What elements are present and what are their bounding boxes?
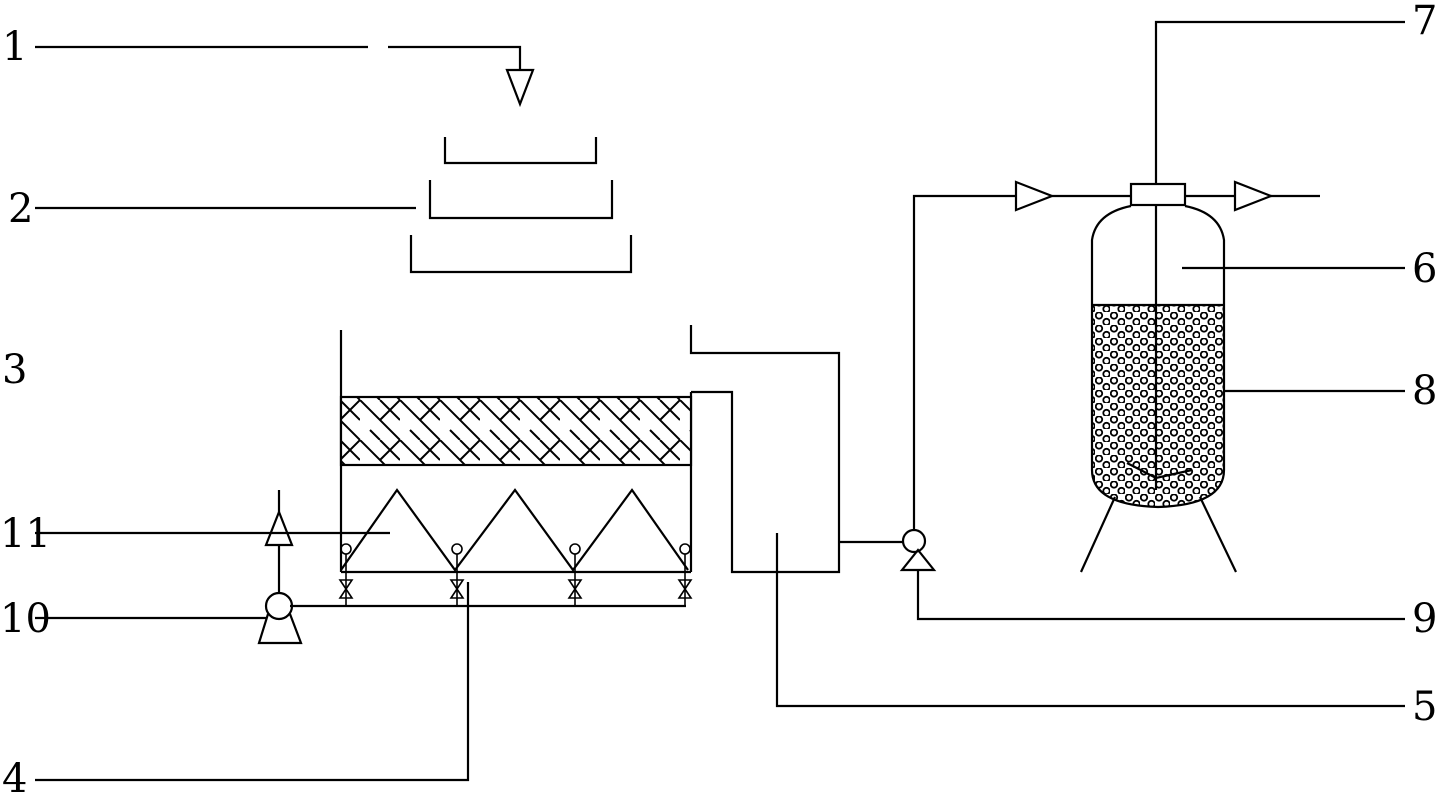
label-5: 5 — [1412, 684, 1437, 730]
nozzle-4 — [677, 543, 693, 605]
label-1: 1 — [2, 24, 27, 70]
media-vessel — [1079, 204, 1405, 573]
stacked-trays — [35, 137, 633, 274]
label-2: 2 — [8, 186, 33, 232]
transfer-pump-9 — [839, 194, 1405, 621]
granular-media-bed — [1092, 305, 1224, 507]
label-4: 4 — [2, 756, 27, 795]
woven-media-layer — [339, 395, 693, 467]
settling-compartment — [775, 533, 1405, 708]
label-6: 6 — [1412, 246, 1437, 292]
label-3: 3 — [2, 347, 27, 393]
nozzle-1 — [338, 543, 354, 605]
vessel-piping — [1014, 180, 1320, 212]
nozzle-valve-array — [35, 543, 693, 782]
vessel-head-7 — [1129, 20, 1405, 207]
main-tank — [339, 325, 841, 574]
label-8: 8 — [1412, 368, 1437, 414]
feed-inlet — [35, 45, 535, 108]
label-10: 10 — [0, 596, 51, 642]
label-11: 11 — [0, 511, 51, 557]
nozzle-3 — [567, 543, 583, 605]
label-7: 7 — [1412, 0, 1437, 44]
label-9: 9 — [1412, 596, 1437, 642]
zigzag-diffuser — [35, 488, 689, 572]
air-pump-10 — [35, 490, 303, 645]
nozzle-2 — [449, 543, 465, 605]
